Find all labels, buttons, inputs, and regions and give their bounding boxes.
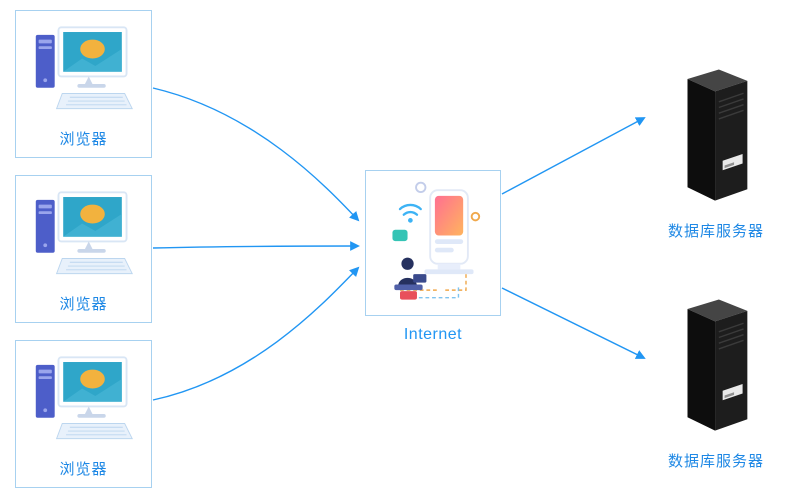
gear-icon [470,211,481,222]
chat-bubble-icon [392,229,408,242]
server-label: 数据库服务器 [667,453,764,470]
arrow-internet-to-server2 [501,287,646,359]
client-box-2: 浏览器 [15,175,152,323]
desktop-computer-icon [32,186,136,278]
server-group-2: 数据库服务器 [646,290,786,471]
person-figure [394,257,427,300]
internet-kiosk-illustration [392,181,481,300]
gear-icon [415,181,427,194]
client-box-1: 浏览器 [15,10,152,158]
client-box-3: 浏览器 [15,340,152,488]
arrow-internet-to-server1 [501,117,646,195]
arrow-client3-to-internet [152,266,360,401]
server-tower-icon [653,60,779,212]
wifi-icon [398,203,422,216]
client-label: 浏览器 [59,461,108,478]
server-group-1: 数据库服务器 [646,60,786,241]
server-label: 数据库服务器 [667,223,764,240]
desktop-computer-icon [32,351,136,443]
internet-box [365,170,501,316]
arrow-client1-to-internet [152,87,360,222]
internet-label: Internet [403,326,463,343]
desktop-computer-icon [32,21,136,113]
arrow-client2-to-internet [152,241,360,251]
server-tower-icon [653,290,779,442]
client-label: 浏览器 [59,131,108,148]
client-label: 浏览器 [59,296,108,313]
